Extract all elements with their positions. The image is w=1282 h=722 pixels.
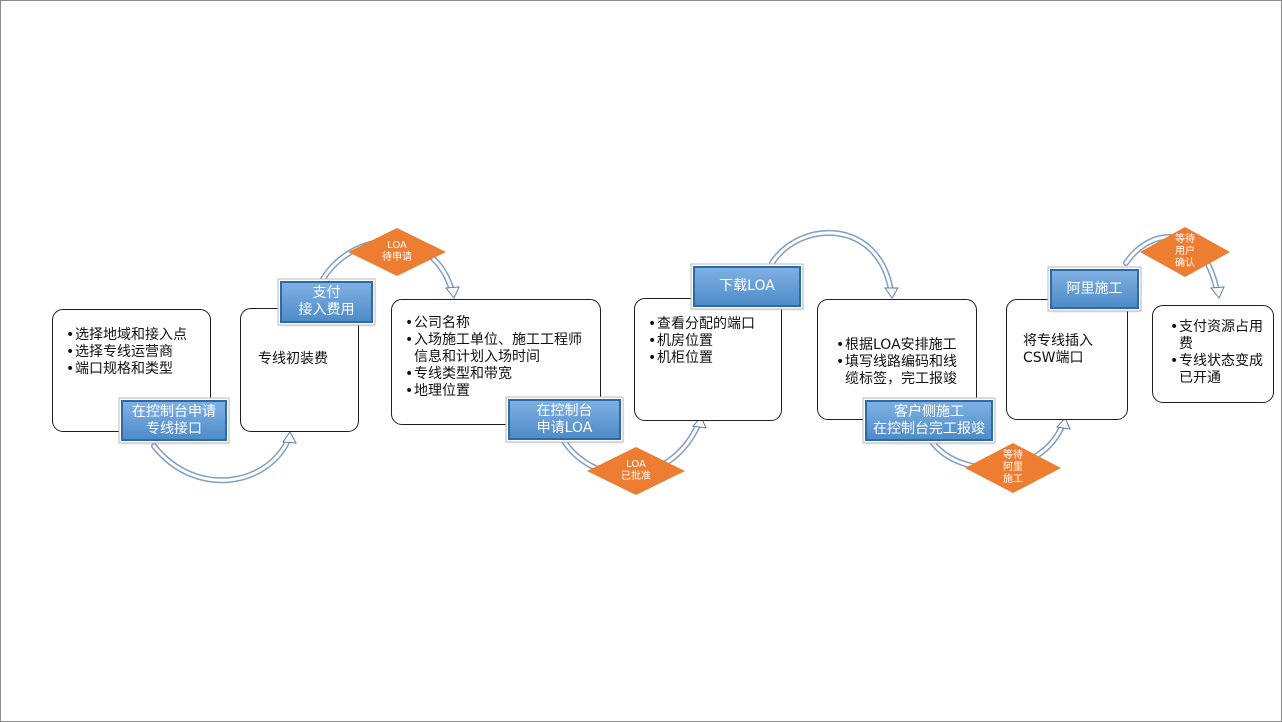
connector-1-to-2 bbox=[151, 431, 297, 484]
step-6-line: 将专线插入 bbox=[1023, 333, 1093, 349]
action-tag-line: 在控制台申请 bbox=[132, 403, 216, 420]
step-2-text: 专线初装费 bbox=[258, 351, 328, 367]
action-tag-line: 申请LOA bbox=[536, 419, 593, 436]
action-tag-aliyun-construction: 阿里施工 bbox=[1050, 269, 1139, 309]
action-tag-download-loa: 下载LOA bbox=[693, 266, 801, 307]
step-1-bullet: 选择地域和接入点 bbox=[66, 327, 206, 344]
status-line: 等待 bbox=[1003, 450, 1023, 461]
step-5-bullet: 根据LOA安排施工 bbox=[836, 337, 966, 354]
status-waiting-aliyun: 等待 阿里 施工 bbox=[964, 442, 1062, 494]
status-line: 等待 bbox=[1175, 234, 1195, 245]
step-3-bullet: 公司名称 bbox=[405, 315, 585, 332]
action-tag-apply-loa: 在控制台 申请LOA bbox=[508, 399, 621, 440]
action-tag-line: 接入费用 bbox=[298, 302, 355, 318]
step-7-bullet: 支付资源占用费 bbox=[1170, 319, 1268, 353]
step-box-5: 根据LOA安排施工 填写线路编码和线缆标签，完工报竣 bbox=[817, 299, 977, 420]
step-box-2: 专线初装费 bbox=[240, 308, 359, 432]
status-line: 用户 bbox=[1175, 246, 1195, 257]
connector-4-to-5 bbox=[769, 229, 899, 299]
status-line: LOA bbox=[626, 459, 646, 470]
action-tag-line: 专线接口 bbox=[146, 420, 202, 437]
step-4-bullet: 查看分配的端口 bbox=[648, 316, 778, 333]
step-1-bullet: 端口规格和类型 bbox=[66, 361, 206, 378]
status-loa-pending: LOA 待申请 bbox=[347, 227, 447, 277]
status-line: 待申请 bbox=[382, 252, 412, 263]
step-6-line: CSW端口 bbox=[1023, 350, 1084, 366]
step-7-bullet: 专线状态变成已开通 bbox=[1170, 353, 1268, 387]
action-tag-line: 在控制台完工报竣 bbox=[873, 420, 985, 437]
action-tag-pay-access-fee: 支付 接入费用 bbox=[280, 281, 373, 323]
step-box-7: 支付资源占用费 专线状态变成已开通 bbox=[1152, 305, 1274, 403]
step-5-bullet: 填写线路编码和线缆标签，完工报竣 bbox=[836, 354, 966, 388]
status-waiting-user: 等待 用户 确认 bbox=[1139, 226, 1231, 278]
status-line: 已批准 bbox=[621, 471, 651, 482]
action-tag-line: 支付 bbox=[312, 285, 341, 301]
step-4-bullet: 机房位置 bbox=[648, 333, 778, 350]
status-line: 确认 bbox=[1175, 258, 1195, 269]
step-3-bullet: 地理位置 bbox=[405, 383, 585, 400]
status-line: LOA bbox=[387, 240, 407, 251]
action-tag-apply-port: 在控制台申请 专线接口 bbox=[121, 400, 227, 441]
step-1-bullet: 选择专线运营商 bbox=[66, 344, 206, 361]
status-line: 施工 bbox=[1003, 474, 1023, 485]
step-3-bullet: 入场施工单位、施工工程师信息和计划入场时间 bbox=[405, 332, 585, 366]
status-loa-approved: LOA 已批准 bbox=[586, 446, 686, 496]
step-4-bullet: 机柜位置 bbox=[648, 350, 778, 367]
action-tag-line: 在控制台 bbox=[536, 402, 593, 419]
step-box-6: 将专线插入 CSW端口 bbox=[1006, 299, 1128, 420]
action-tag-customer-construction: 客户侧施工 在控制台完工报竣 bbox=[865, 400, 993, 441]
step-box-4: 查看分配的端口 机房位置 机柜位置 bbox=[634, 298, 782, 421]
action-tag-line: 下载LOA bbox=[719, 278, 775, 294]
status-line: 阿里 bbox=[1003, 462, 1023, 473]
step-3-bullet: 专线类型和带宽 bbox=[405, 366, 585, 383]
action-tag-line: 阿里施工 bbox=[1066, 280, 1123, 297]
action-tag-line: 客户侧施工 bbox=[894, 403, 964, 420]
